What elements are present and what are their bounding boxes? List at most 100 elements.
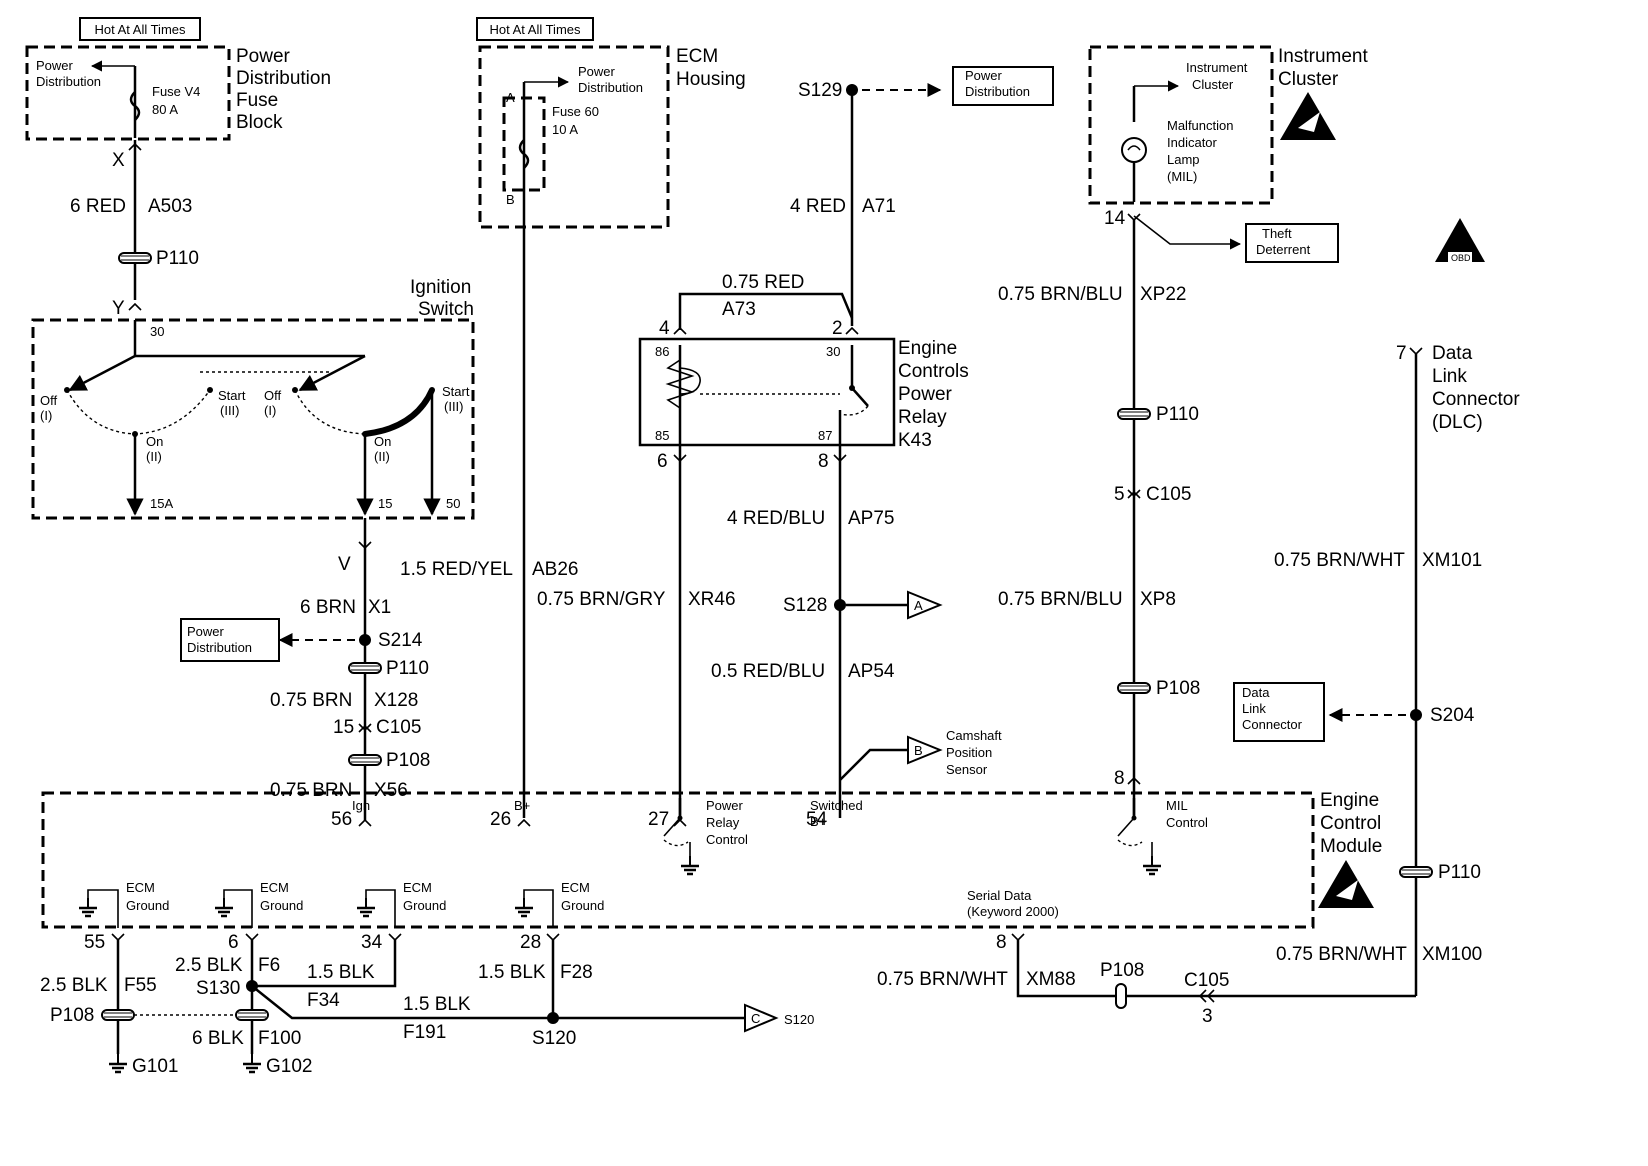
connector-x: X <box>112 150 125 171</box>
wire-mil: 0.75 BRN/BLU XP22 P110 5 C105 0.75 BRN/B… <box>998 220 1200 818</box>
wire-xp22-id: XP22 <box>1140 284 1186 305</box>
ign-off-2: Off(I) <box>264 388 281 418</box>
svg-text:27: 27 <box>648 809 669 830</box>
p110-1: P110 <box>156 248 199 269</box>
housing-pin-b: B <box>506 192 515 207</box>
connector-v: V <box>338 554 351 575</box>
wire-xp8-size: 0.75 BRN/BLU <box>998 589 1123 610</box>
svg-text:30: 30 <box>150 324 164 339</box>
ign-off-1: Off(I) <box>40 393 57 423</box>
wire-f191-size: 1.5 BLK <box>403 994 471 1015</box>
relay-pin-30: 30 <box>826 344 840 359</box>
wire-xr46: 0.75 BRN/GRY XR46 27 <box>537 445 736 830</box>
wire-a73-size: 0.75 RED <box>722 272 804 293</box>
wire-x128-size: 0.75 BRN <box>270 690 352 711</box>
g102: G102 <box>266 1056 312 1077</box>
wire-xp8-id: XP8 <box>1140 589 1176 610</box>
svg-text:6: 6 <box>228 932 239 953</box>
svg-text:55: 55 <box>84 932 105 953</box>
ign-on-1: On(II) <box>146 434 163 464</box>
svg-text:Ign: Ign <box>352 798 370 813</box>
ref-b: B <box>914 743 923 758</box>
svg-text:B+: B+ <box>514 798 530 813</box>
wire-f55-size: 2.5 BLK <box>40 975 108 996</box>
ign-term-50: 50 <box>446 496 460 511</box>
wire-ap54-size: 0.5 RED/BLU <box>711 661 825 682</box>
svg-text:14: 14 <box>1104 208 1126 229</box>
ref-a: A <box>914 598 923 613</box>
wire-ab26-size: 1.5 RED/YEL <box>400 559 513 580</box>
svg-text:OBD II: OBD II <box>1451 253 1478 263</box>
wire-xm88-size: 0.75 BRN/WHT <box>877 969 1008 990</box>
c105-2: C105 <box>1146 484 1191 505</box>
s120-ref-label: S120 <box>784 1012 814 1027</box>
wire-serial-data: 8 0.75 BRN/WHT XM88 P108 C105 3 <box>877 932 1416 1027</box>
fuse60-amp: 10 A <box>552 122 578 137</box>
fuse-v4-amp: 80 A <box>152 102 178 117</box>
p108-3: P108 <box>50 1005 94 1026</box>
wire-a503-id: A503 <box>148 196 192 217</box>
relay-pin-87: 87 <box>818 428 832 443</box>
serial-data-label: Serial Data(Keyword 2000) <box>967 888 1059 919</box>
wire-x128-id: X128 <box>374 690 418 711</box>
wire-xm100-id: XM100 <box>1422 944 1482 965</box>
wire-a503: 6 RED A503 P110 Y <box>70 140 199 319</box>
svg-text:8: 8 <box>818 451 829 472</box>
wire-f28-size: 1.5 BLK <box>478 962 546 983</box>
g101: G101 <box>132 1056 178 1077</box>
wire-xr46-id: XR46 <box>688 589 736 610</box>
wire-a71-id: A71 <box>862 196 896 217</box>
wire-xp22-size: 0.75 BRN/BLU <box>998 284 1123 305</box>
relay-pin-86: 86 <box>655 344 669 359</box>
wire-xr46-size: 0.75 BRN/GRY <box>537 589 666 610</box>
wire-f6-size: 2.5 BLK <box>175 955 243 976</box>
svg-text:8: 8 <box>1114 768 1125 789</box>
wire-xm101-size: 0.75 BRN/WHT <box>1274 550 1405 571</box>
wire-f100-id: F100 <box>258 1028 301 1049</box>
s120: S120 <box>532 1028 576 1049</box>
svg-text:15: 15 <box>333 717 354 738</box>
ign-term-15: 15 <box>378 496 392 511</box>
relay-pin-85: 85 <box>655 428 669 443</box>
p108-1: P108 <box>386 750 430 771</box>
hot-at-all-times-badge-2: Hot At All Times <box>489 22 581 37</box>
ign-term-15a: 15A <box>150 496 173 511</box>
wire-x56-size: 0.75 BRN <box>270 780 352 801</box>
wire-a503-size: 6 RED <box>70 196 126 217</box>
wire-xm101-id: XM101 <box>1422 550 1482 571</box>
svg-text:54: 54 <box>806 809 828 830</box>
wire-x1-id: X1 <box>368 597 391 618</box>
s214: S214 <box>378 630 423 651</box>
wire-xm88-id: XM88 <box>1026 969 1076 990</box>
wire-ap75-id: AP75 <box>848 508 894 529</box>
fuse-v4-label: Fuse V4 <box>152 84 200 99</box>
wire-ap54-id: AP54 <box>848 661 895 682</box>
